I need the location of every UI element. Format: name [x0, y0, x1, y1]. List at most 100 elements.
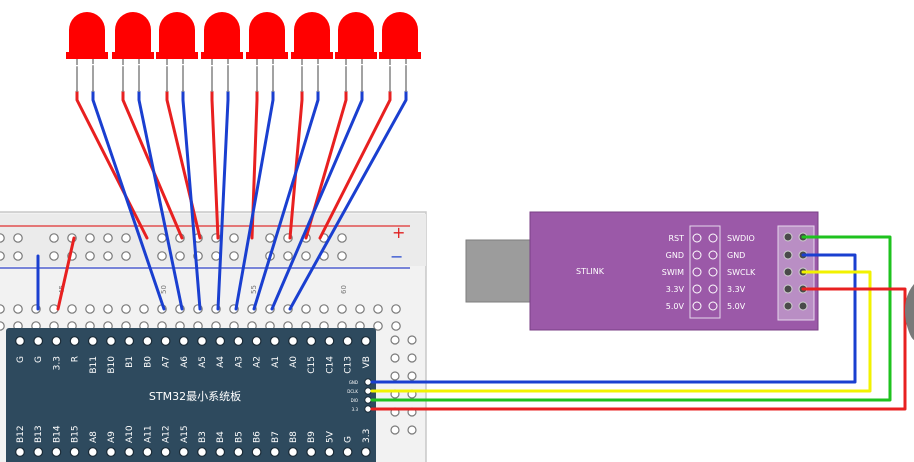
led-cathode-wire: [252, 90, 320, 311]
mcu-pin: [306, 447, 317, 457]
mcu-pin-label: C13: [344, 356, 354, 374]
mcu-pin-label: A11: [143, 425, 153, 443]
led-anode-wire: [121, 90, 184, 240]
mcu-pin-label: A15: [180, 425, 190, 443]
breadboard-hole: [337, 251, 347, 261]
mcu-pin-label: A9: [107, 431, 117, 443]
breadboard-hole: [121, 233, 131, 243]
led-plus-label: +: [294, 58, 306, 74]
led-plus-label: +: [115, 58, 127, 74]
mcu-pin-label: VB: [362, 356, 372, 368]
mcu-pin: [324, 336, 335, 346]
swd-pin-label: DIO: [351, 398, 358, 403]
mcu-pin-label: 3.3: [362, 429, 372, 443]
breadboard-hole: [337, 304, 347, 314]
led-plus-label: +: [159, 58, 171, 74]
led-plus-label: +: [204, 58, 216, 74]
stlink-swd-pin: [783, 232, 793, 242]
breadboard-hole: [355, 304, 365, 314]
mcu-pin: [197, 447, 207, 457]
mcu-pin-label: C15: [307, 356, 317, 374]
mcu-pin: [288, 447, 298, 457]
stlink-swd-pin: [783, 284, 793, 294]
mcu-pin-label: A7: [162, 356, 172, 368]
mcu-pin: [288, 336, 298, 346]
column-mark: 60: [340, 285, 348, 294]
led: +−: [156, 12, 198, 92]
led-rim: [379, 52, 421, 59]
led-body: [69, 12, 105, 56]
led: +−: [335, 12, 377, 92]
mcu-pin-label: B5: [234, 431, 244, 443]
breadboard-hole: [390, 425, 400, 435]
breadboard-hole: [283, 251, 293, 261]
mcu-pin: [33, 336, 44, 346]
breadboard-hole: [390, 335, 400, 345]
led: +−: [112, 12, 154, 92]
mcu-pin-label: B7: [271, 431, 281, 443]
led-rim: [112, 52, 154, 59]
column-mark: 50: [160, 285, 168, 294]
led: +−: [246, 12, 288, 92]
swd-pin-label: GND: [349, 380, 358, 385]
led-plus-label: +: [69, 58, 81, 74]
breadboard-hole: [103, 251, 113, 261]
breadboard-hole: [407, 425, 417, 435]
swdio-wire: [370, 235, 892, 402]
mcu-pin-label: R: [71, 356, 81, 362]
breadboard-hole: [49, 251, 59, 261]
stlink-pin-label: SWCLK: [727, 268, 756, 277]
mcu-pin-label: B14: [52, 425, 62, 443]
led: +−: [201, 12, 243, 92]
breadboard-hole: [67, 304, 77, 314]
mcu-pin: [87, 336, 98, 346]
breadboard-hole: [49, 233, 59, 243]
mcu-pin: [342, 447, 353, 457]
mcu-title: STM32最小系统板: [149, 389, 241, 403]
breadboard-hole: [121, 251, 131, 261]
led-minus-label: −: [358, 57, 370, 73]
mcu-pin-label: G: [34, 356, 44, 363]
mcu-pin: [233, 447, 244, 457]
stlink-pin: [692, 267, 702, 277]
led-body: [249, 12, 285, 56]
mcu-pin: [15, 336, 25, 346]
mcu-pin-label: B1: [125, 356, 135, 368]
mcu-pin: [51, 336, 62, 346]
led-plus-label: +: [249, 58, 261, 74]
mcu-pin-label: A0: [289, 356, 299, 368]
mcu-pin-label: G: [16, 356, 26, 363]
swd-pin: [364, 405, 372, 413]
mcu-pin: [269, 336, 280, 346]
mcu-pin: [342, 336, 353, 346]
breadboard-hole: [175, 251, 185, 261]
led-body: [115, 12, 151, 56]
breadboard-hole: [301, 251, 311, 261]
mcu-pin: [360, 447, 371, 457]
mcu-pin-label: B3: [198, 431, 208, 443]
mcu-pin-label: B11: [89, 356, 99, 374]
breadboard-hole: [13, 304, 23, 314]
stlink-pin: [708, 250, 718, 260]
breadboard-hole: [319, 304, 329, 314]
led-body: [338, 12, 374, 56]
led-minus-label: −: [402, 57, 414, 73]
mcu-pin-label: B8: [289, 431, 299, 443]
breadboard-hole: [390, 353, 400, 363]
led-cathode-wire: [137, 90, 184, 311]
rail-plus-label: +: [392, 223, 405, 242]
mcu-pin-label: B10: [107, 356, 117, 374]
stlink-pin-label: 3.3V: [727, 285, 746, 294]
mcu-pin-label: A12: [162, 425, 172, 443]
mcu-pin: [178, 336, 189, 346]
stlink-pin-label: 3.3V: [666, 285, 685, 294]
led-plus-label: +: [338, 58, 350, 74]
stlink-pin: [708, 284, 718, 294]
led-row: +−+−+−+−+−+−+−+−: [66, 12, 421, 92]
mcu-pin-label: B12: [16, 425, 26, 443]
led-cathode-wire: [91, 90, 166, 311]
breadboard-hole: [337, 233, 347, 243]
mcu-pin-label: B0: [143, 356, 153, 368]
led-cathode-wire: [181, 90, 202, 311]
